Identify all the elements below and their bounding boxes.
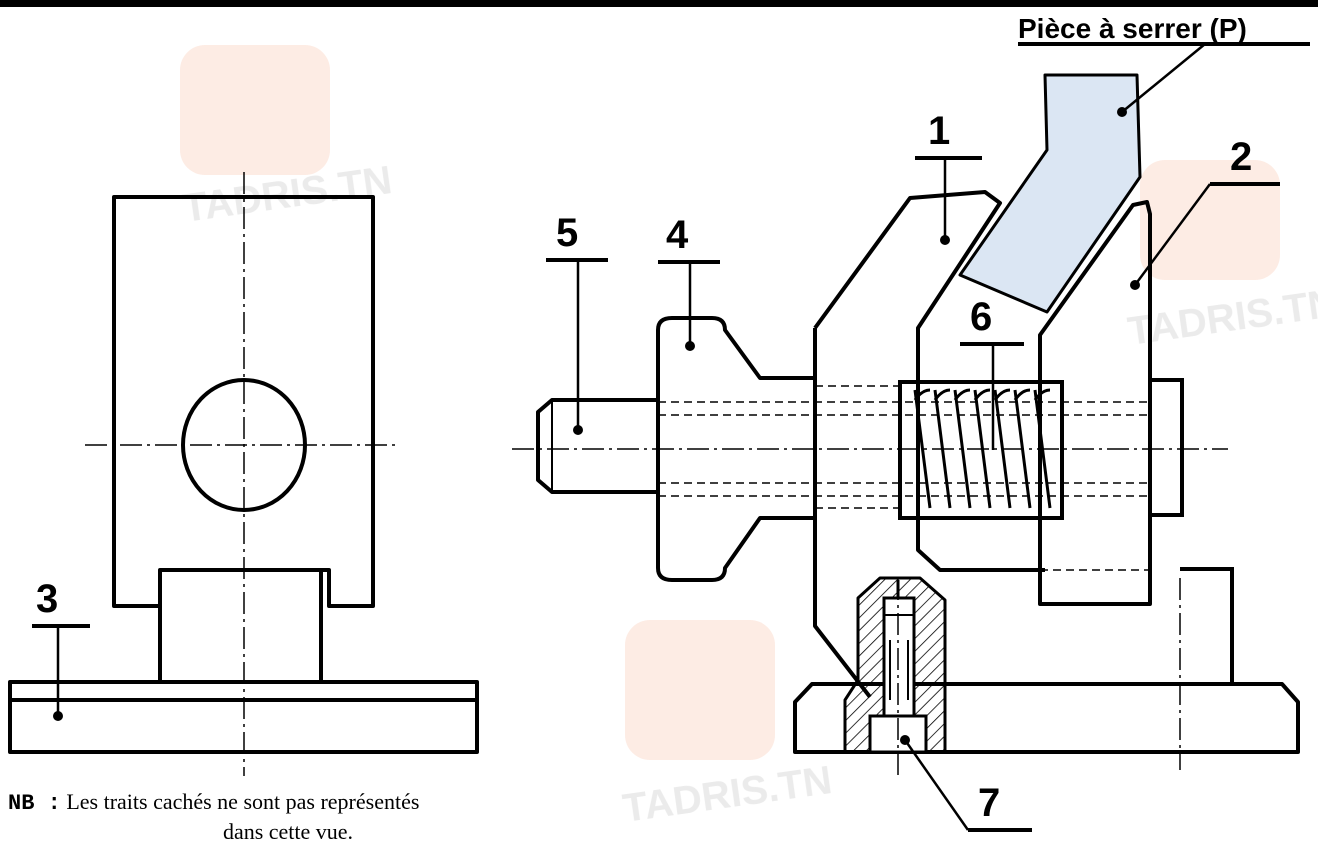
part-7-section xyxy=(843,576,947,754)
part-label-2: 2 xyxy=(1230,135,1252,179)
part-4-knob xyxy=(656,316,817,582)
leader-lines xyxy=(32,42,1310,832)
left-centerlines xyxy=(85,172,400,776)
watermark-logo xyxy=(180,45,1280,760)
part-label-4: 4 xyxy=(666,213,689,257)
workpiece-label: Pièce à serrer (P) xyxy=(1018,13,1247,44)
hidden-lines xyxy=(658,385,1150,571)
svg-text:TADRIS.TN: TADRIS.TN xyxy=(1125,281,1318,354)
svg-text:TADRIS.TN: TADRIS.TN xyxy=(620,758,834,831)
part-label-6: 6 xyxy=(970,295,992,339)
top-border xyxy=(0,0,1318,7)
right-centerlines xyxy=(512,448,1228,775)
left-support-block xyxy=(158,570,323,682)
part-label-3: 3 xyxy=(36,577,58,621)
rear-support xyxy=(1180,567,1234,684)
note-prefix: NB : xyxy=(8,791,61,816)
base-plate xyxy=(793,682,1300,754)
part-2-nut xyxy=(1148,378,1184,517)
note-line-1: Les traits cachés ne sont pas représenté… xyxy=(66,789,420,814)
note-text: NB : Les traits cachés ne sont pas repré… xyxy=(8,788,568,846)
workpiece-P xyxy=(958,73,1142,314)
part-5-screw xyxy=(536,398,658,494)
note-line-2: dans cette vue. xyxy=(222,819,354,844)
left-body-outline xyxy=(112,195,375,608)
part-label-7: 7 xyxy=(978,781,1000,825)
part-2-jaw xyxy=(1038,200,1152,606)
part-label-1: 1 xyxy=(928,109,950,153)
leader-dots xyxy=(53,107,1140,745)
part-label-5: 5 xyxy=(556,211,578,255)
